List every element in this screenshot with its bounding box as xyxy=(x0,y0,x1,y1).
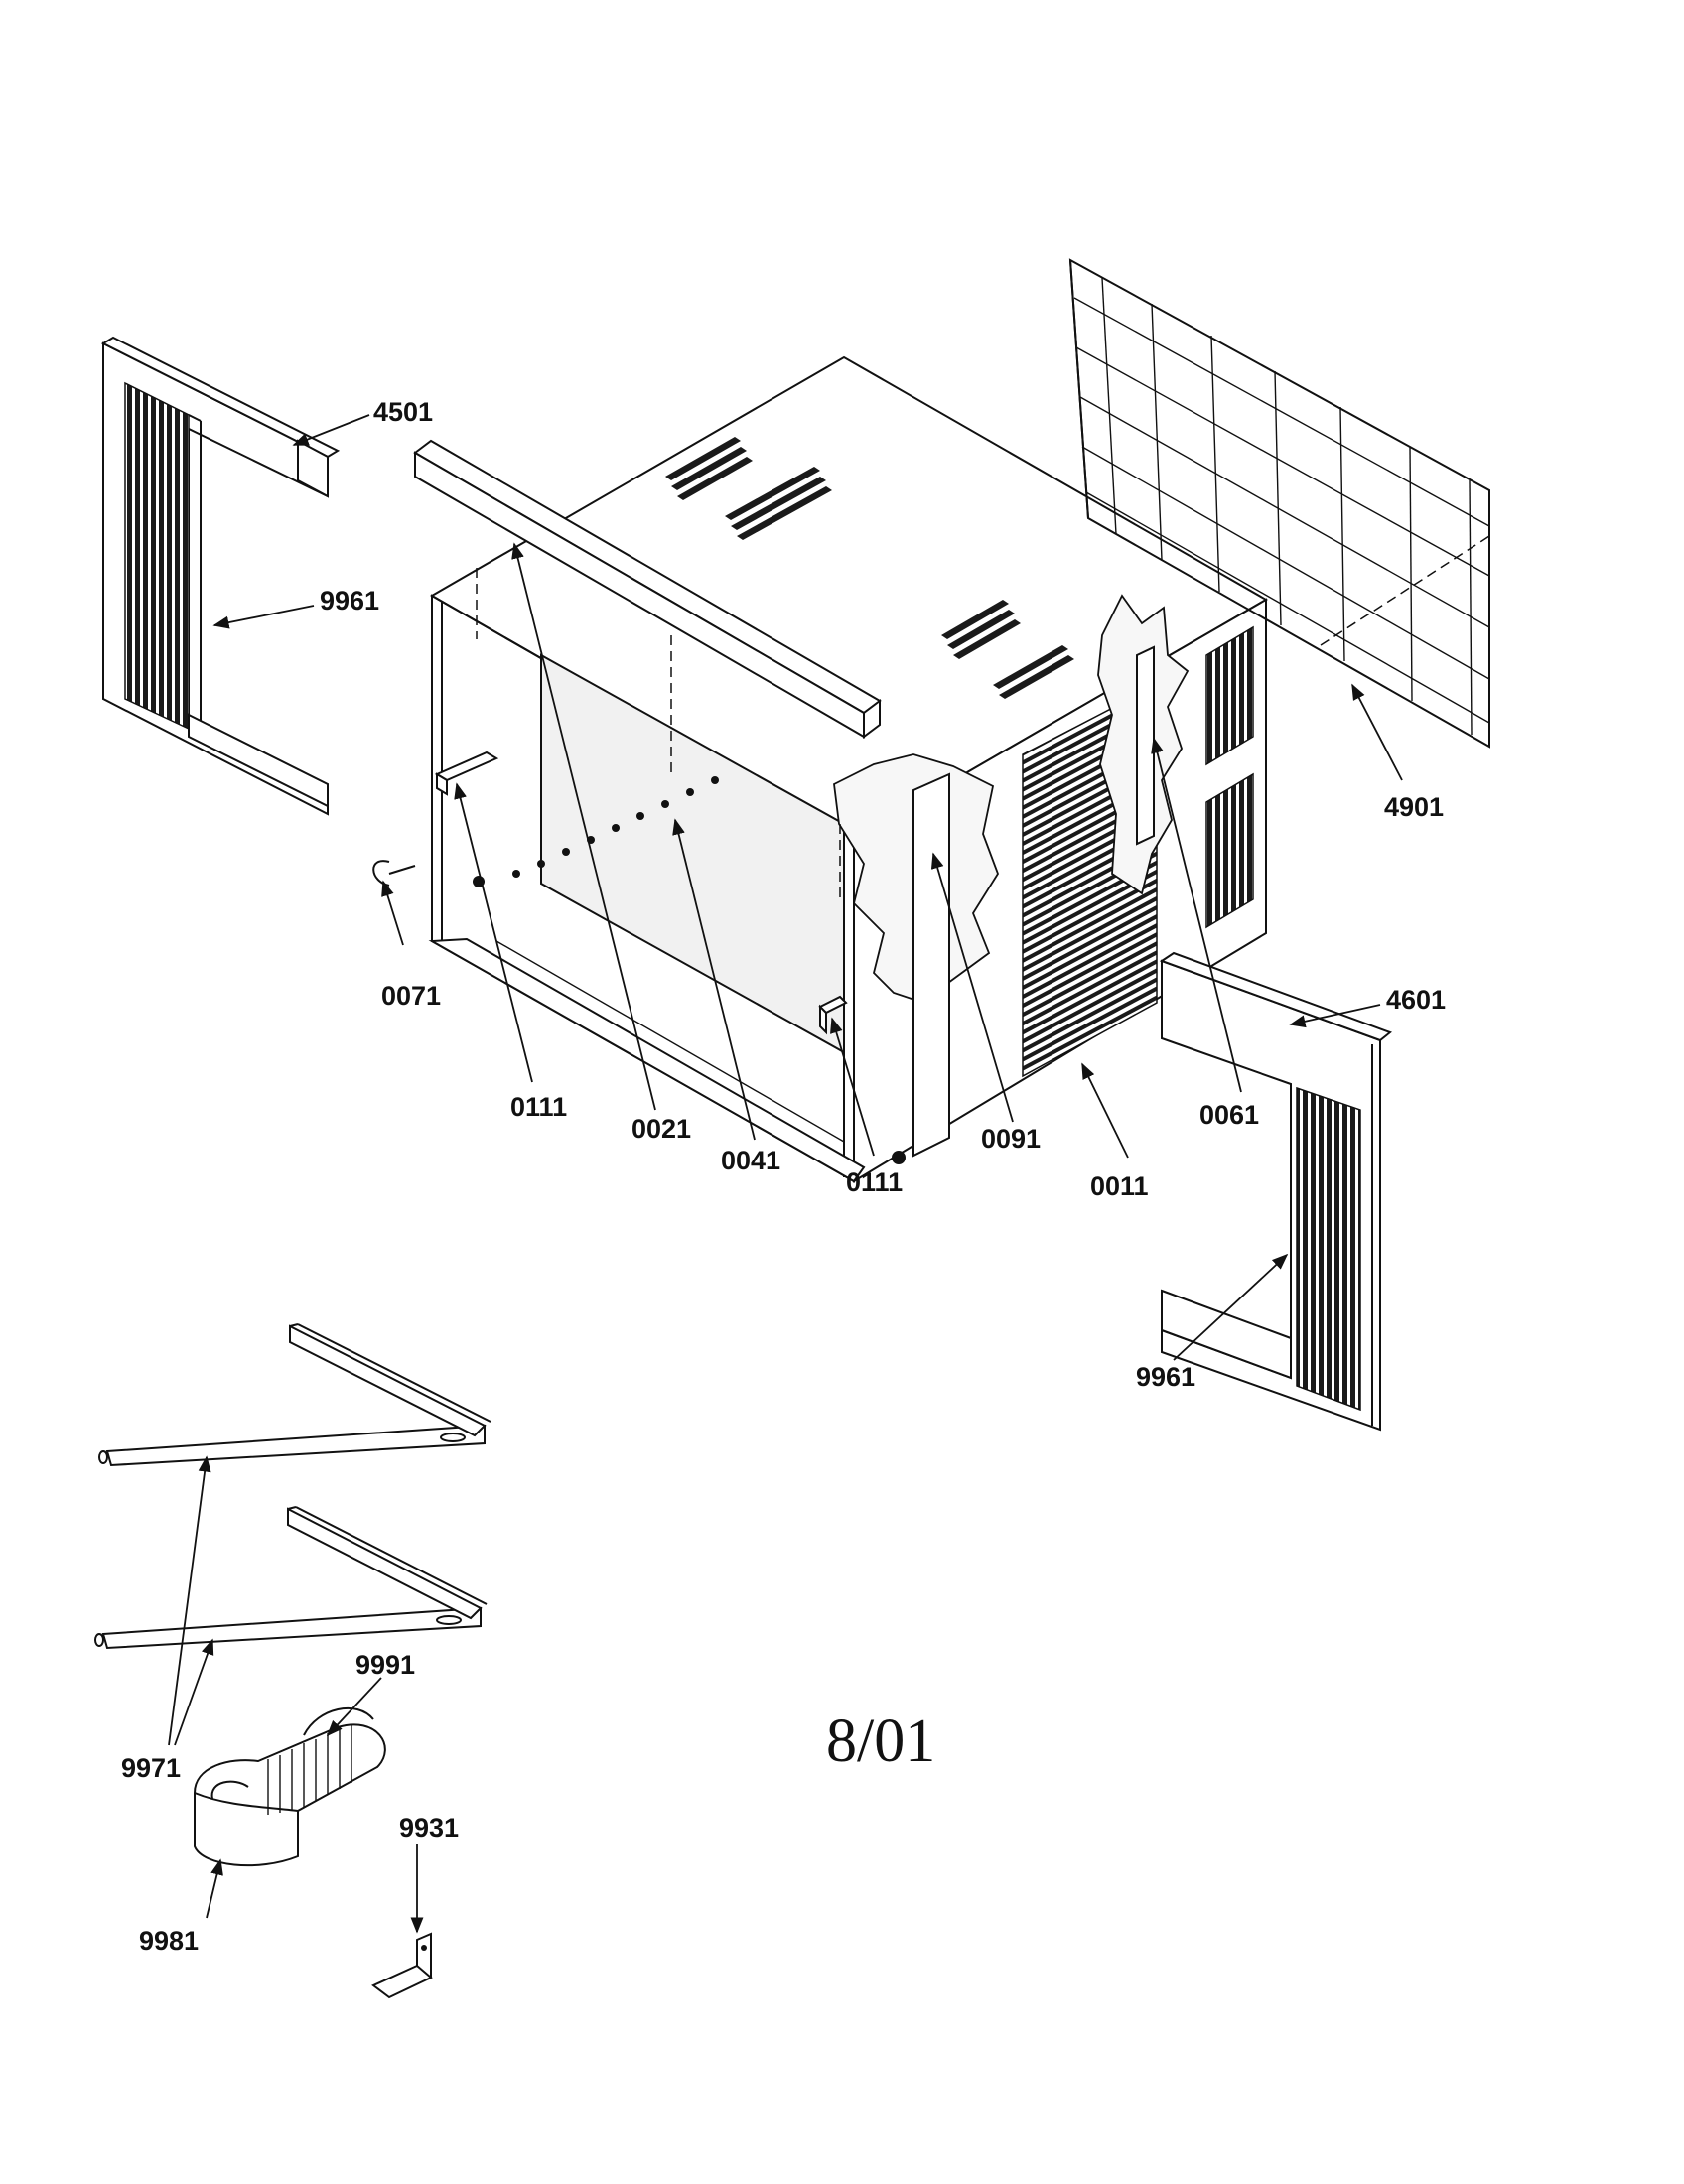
label-9961-right: 9961 xyxy=(1136,1362,1195,1392)
bracket-0111-right xyxy=(818,995,848,1035)
date-stamp: 8/01 xyxy=(826,1707,935,1775)
rear-grille xyxy=(1068,258,1490,749)
mounting-clip xyxy=(371,1932,433,1999)
label-0071: 0071 xyxy=(381,981,441,1011)
label-0021: 0021 xyxy=(632,1114,691,1144)
cutaway-right-seal xyxy=(1097,594,1190,895)
label-0091: 0091 xyxy=(981,1124,1041,1154)
left-side-curtain xyxy=(100,336,341,816)
label-4601: 4601 xyxy=(1386,985,1446,1015)
bracket-0111-left xyxy=(434,751,499,796)
support-bracket-lower xyxy=(94,1506,488,1650)
label-0111-right: 0111 xyxy=(846,1167,903,1197)
label-9961-left: 9961 xyxy=(320,586,379,615)
foam-gasket-roll xyxy=(194,1706,386,1867)
cutaway-left-seal xyxy=(833,753,999,1158)
leader-lines xyxy=(168,414,1403,1934)
label-9931: 9931 xyxy=(399,1813,459,1843)
support-bracket-upper xyxy=(98,1323,491,1467)
label-0011: 0011 xyxy=(1090,1171,1149,1201)
top-vent-slots xyxy=(665,437,1074,699)
part-labels: 4501 9961 4901 0071 0111 0021 0041 0111 … xyxy=(121,397,1446,1956)
label-0041: 0041 xyxy=(721,1146,780,1175)
clip-0071 xyxy=(372,860,416,887)
assembly-dash-lines xyxy=(476,568,841,899)
label-9971: 9971 xyxy=(121,1753,181,1783)
right-side-curtain xyxy=(1159,951,1393,1432)
label-9981: 9981 xyxy=(139,1926,199,1956)
label-0111-left: 0111 xyxy=(510,1092,567,1122)
label-4901: 4901 xyxy=(1384,792,1444,822)
label-4501: 4501 xyxy=(373,397,433,427)
label-9991: 9991 xyxy=(355,1650,415,1680)
top-rail-0021 xyxy=(413,439,882,739)
label-0061: 0061 xyxy=(1199,1100,1259,1130)
